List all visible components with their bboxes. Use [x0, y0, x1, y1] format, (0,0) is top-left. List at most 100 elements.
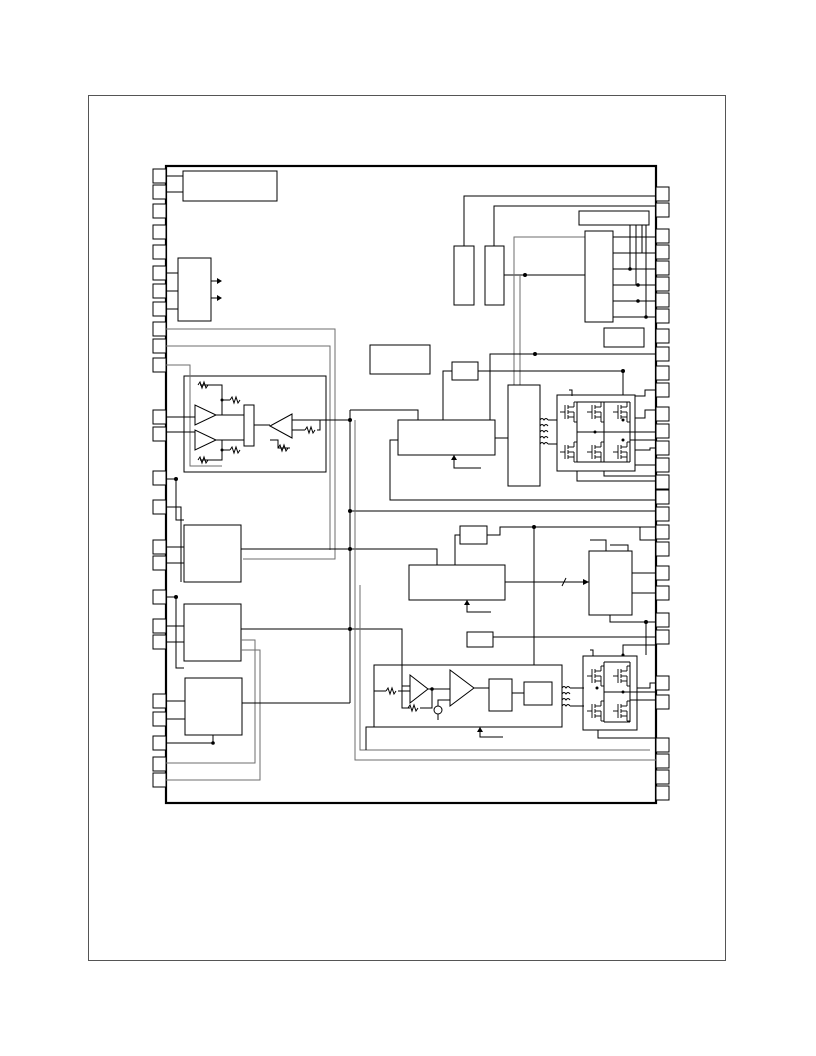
lower-latch-block	[488, 678, 513, 712]
mux-block	[243, 404, 255, 447]
lower-control-block	[408, 564, 506, 601]
right-pin	[655, 276, 670, 292]
left-pin	[152, 539, 167, 555]
right-pin	[655, 612, 670, 628]
right-pin	[655, 244, 670, 260]
right-pins	[655, 186, 670, 801]
right-pin	[655, 489, 670, 505]
left-pin	[152, 499, 167, 515]
resistor	[304, 425, 316, 435]
coil-group-1	[539, 418, 549, 445]
resistor	[385, 686, 397, 696]
right-pin	[655, 406, 670, 422]
mosfet-bridge-1	[556, 394, 636, 472]
lower-amp-region	[373, 664, 563, 728]
right-pin	[655, 202, 670, 218]
resistor	[407, 703, 419, 713]
right-pin	[655, 308, 670, 324]
resistor	[277, 443, 289, 453]
right-small-block	[603, 327, 645, 348]
amplifier-region	[183, 375, 327, 473]
left-pin	[152, 301, 167, 317]
center-empty-block	[369, 344, 431, 375]
resistor	[229, 445, 241, 455]
right-pin	[655, 753, 670, 769]
left-pin	[152, 244, 167, 260]
left-pin	[152, 735, 167, 751]
top-left-block	[182, 170, 278, 202]
right-pin	[655, 565, 670, 581]
left-pin	[152, 634, 167, 650]
right-pin	[655, 737, 670, 753]
right-pin	[655, 474, 670, 490]
left-pin	[152, 265, 167, 281]
right-pin	[655, 694, 670, 710]
right-pin	[655, 629, 670, 645]
left-pin	[152, 168, 167, 184]
right-pin	[655, 382, 670, 398]
left-pin	[152, 321, 167, 337]
left-pin	[152, 589, 167, 605]
right-pin	[655, 440, 670, 456]
right-top-strip	[578, 210, 650, 226]
resistor	[229, 395, 241, 405]
right-pin	[655, 365, 670, 381]
left-sub-block-3	[184, 677, 243, 736]
left-pin	[152, 756, 167, 772]
left-pin	[152, 184, 167, 200]
right-tall-block	[584, 230, 614, 323]
opamp-3	[268, 413, 293, 439]
tall-logic-block-1	[453, 245, 475, 306]
right-pin	[655, 328, 670, 344]
left-sub-block-2	[183, 603, 242, 662]
right-pin	[655, 506, 670, 522]
mid-driver-block	[507, 384, 541, 487]
right-pin	[655, 186, 670, 202]
opamp-4	[409, 673, 429, 705]
right-pin	[655, 346, 670, 362]
right-pin	[655, 675, 670, 691]
right-pin	[655, 524, 670, 540]
left-pin	[152, 711, 167, 727]
opamp-5	[449, 669, 475, 707]
left-pin	[152, 555, 167, 571]
right-pin	[655, 292, 670, 308]
right-pin	[655, 769, 670, 785]
coil-group-2	[561, 686, 571, 707]
right-pin	[655, 585, 670, 601]
right-pin	[655, 423, 670, 439]
right-output-block	[588, 550, 633, 616]
upper-control-block	[397, 419, 496, 456]
left-pin	[152, 772, 167, 788]
right-pin	[655, 457, 670, 473]
left-pin	[152, 409, 167, 425]
mosfet-bridge-2	[582, 655, 638, 731]
page-frame	[88, 95, 726, 961]
resistor	[197, 380, 209, 390]
lower-driver-block	[523, 681, 553, 706]
left-pin	[152, 224, 167, 240]
small-box-2	[459, 525, 488, 545]
left-pins	[152, 168, 167, 788]
right-pin	[655, 260, 670, 276]
left-pin	[152, 283, 167, 299]
opamp-1	[194, 404, 218, 426]
small-box-3	[466, 631, 494, 648]
left-pin	[152, 426, 167, 442]
small-box-1	[451, 361, 479, 381]
left-buffer-block	[177, 257, 212, 322]
left-pin	[152, 693, 167, 709]
resistor	[197, 455, 209, 465]
current-source	[433, 705, 443, 715]
right-pin	[655, 785, 670, 801]
left-pin	[152, 203, 167, 219]
left-pin	[152, 470, 167, 486]
right-pin	[655, 228, 670, 244]
left-pin	[152, 357, 167, 373]
opamp-2	[194, 429, 218, 451]
left-sub-block-1	[183, 524, 242, 583]
tall-logic-block-2	[484, 245, 505, 306]
right-pin	[655, 541, 670, 557]
left-pin	[152, 618, 167, 634]
